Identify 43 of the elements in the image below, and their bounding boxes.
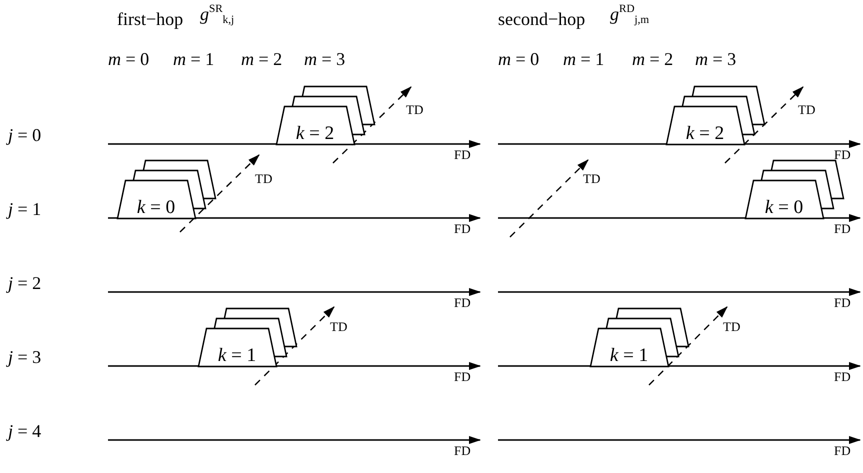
pulse-label: k = 0 (136, 198, 176, 217)
pulse-stack (590, 308, 689, 367)
pulse-stack (117, 160, 216, 219)
pulse-label: k = 0 (764, 198, 804, 217)
math-label: second−hop (498, 10, 586, 28)
pulse-stack (198, 308, 297, 367)
axis-label: TD (330, 320, 348, 333)
axis-label: FD (454, 222, 471, 235)
pulse-label: k = 1 (608, 346, 650, 365)
math-label: j = 2 (8, 274, 42, 292)
math-label: j = 1 (8, 200, 42, 218)
math-label: m = 2 (241, 50, 282, 68)
math-label: j = 3 (8, 348, 42, 366)
pulse-label: k = 1 (216, 346, 258, 365)
axis-label: TD (255, 172, 272, 185)
math-label: m = 0 (498, 50, 540, 68)
math-label: j = 0 (8, 126, 42, 144)
math-label: m = 2 (632, 50, 674, 68)
axis-label: FD (454, 296, 471, 309)
axis-label: FD (834, 222, 851, 235)
math-label: m = 1 (563, 50, 604, 68)
math-label: m = 0 (108, 50, 150, 68)
math-label: m = 3 (695, 50, 736, 68)
axis-label: TD (583, 172, 600, 185)
axis-label: FD (454, 148, 471, 161)
pulse-stack (745, 160, 844, 219)
axis-label: FD (834, 296, 851, 309)
axis-label: TD (723, 320, 740, 333)
math-label: first−hop (117, 10, 184, 28)
axis-label: FD (454, 444, 471, 457)
axis-label: TD (798, 103, 816, 116)
pulse-label: k = 2 (684, 124, 726, 143)
pulse-stack (276, 86, 375, 145)
axis-label: FD (834, 370, 851, 383)
axis-label: TD (406, 103, 424, 116)
axis-label: FD (834, 444, 851, 457)
math-label: m = 1 (173, 50, 214, 68)
axis-label: FD (834, 148, 851, 161)
axis-label: FD (454, 370, 471, 383)
pulse-stack (666, 86, 765, 145)
pulse-label: k = 2 (294, 124, 336, 143)
math-label: j = 4 (8, 422, 42, 440)
math-label: m = 3 (304, 50, 346, 68)
